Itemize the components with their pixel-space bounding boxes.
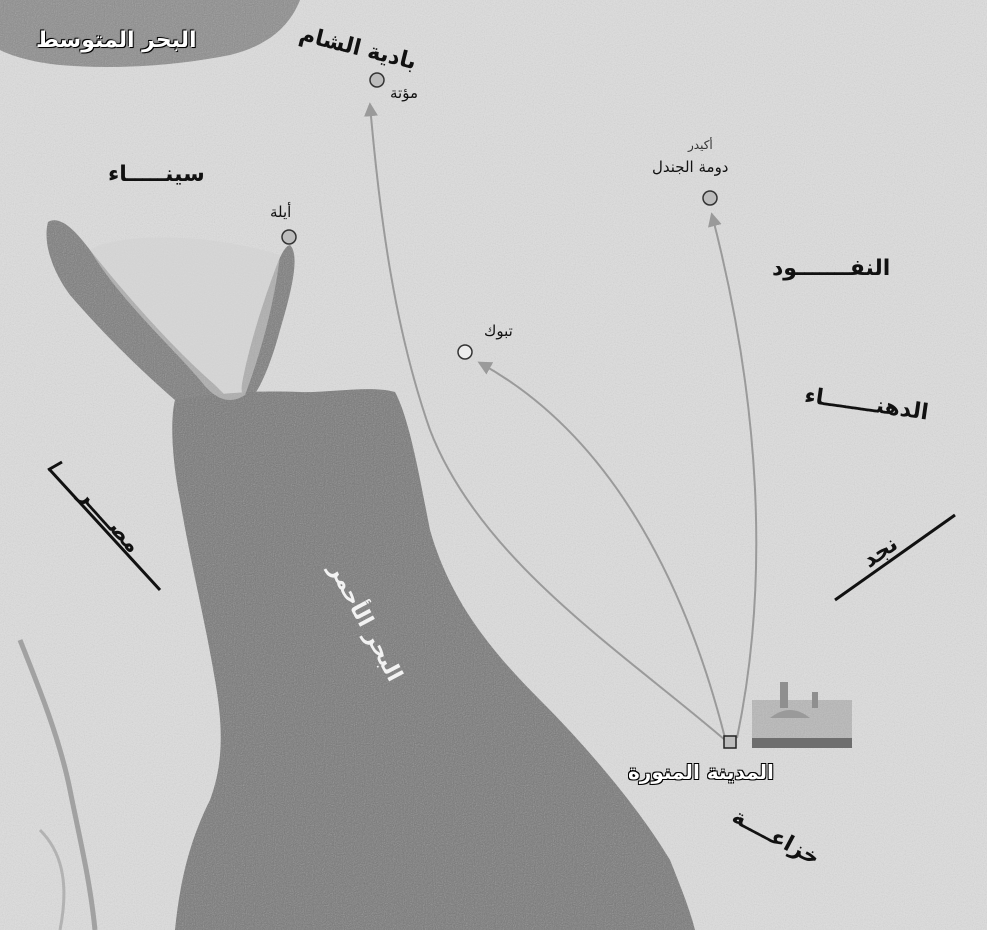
nile-river [17, 639, 98, 930]
nafud-label: النفـــــــود [772, 256, 891, 281]
medina-label: المدينة المنورة [628, 760, 774, 784]
ukaydir-label: أكيدر [688, 138, 713, 152]
route-medina-dumat [708, 212, 758, 739]
dumat-al-jandal-label: دومة الجندل [652, 158, 729, 176]
mediterranean-sea [0, 0, 300, 67]
ayla-label: أيلة [270, 203, 292, 221]
egypt-label-tick [47, 460, 63, 472]
marker-ayla [281, 229, 297, 245]
sinai-label: سينـــــاء [108, 162, 205, 187]
route-medina-tabuk [477, 361, 726, 739]
najd-label-line [834, 513, 956, 602]
red-sea [172, 389, 695, 930]
muta-label: مؤتة [390, 84, 419, 102]
marker-tabuk [457, 344, 473, 360]
mediterranean-label: البحر المتوسط [36, 28, 197, 53]
egypt-label-line [48, 468, 162, 592]
marker-medina [723, 735, 737, 749]
river-branch [38, 828, 66, 930]
tabuk-label: تبوك [484, 322, 513, 340]
gulf-of-suez [46, 220, 239, 422]
mosque-image [752, 682, 852, 748]
sinai-peninsula [90, 237, 280, 400]
route-medina-muta [363, 102, 726, 741]
marker-dumat-al-jandal [702, 190, 718, 206]
marker-muta [369, 72, 385, 88]
